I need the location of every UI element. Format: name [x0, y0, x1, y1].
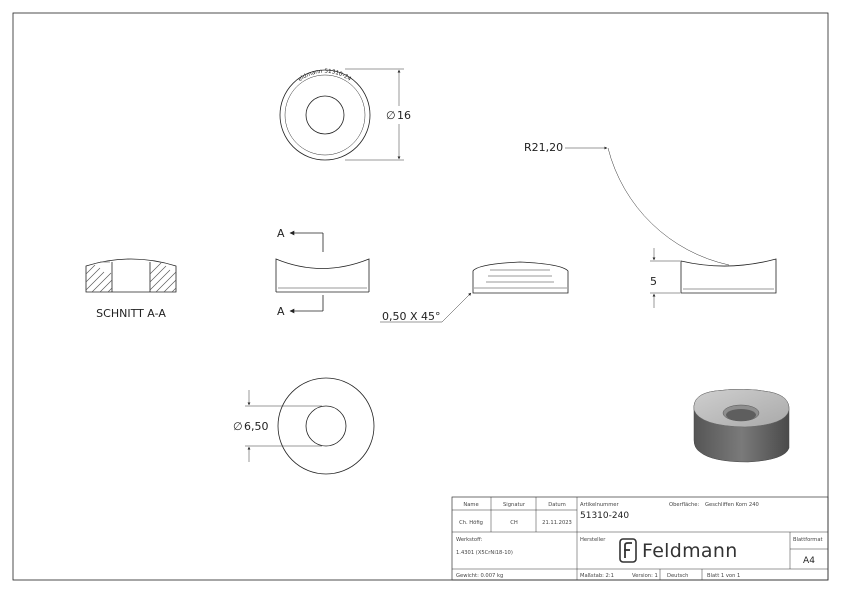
feldmann-logo-icon	[619, 538, 637, 563]
tb-manufacturer-label: Hersteller	[580, 537, 606, 543]
tb-weight: Gewicht: 0.007 kg	[456, 573, 503, 579]
tb-name-header: Name	[463, 502, 478, 508]
side-view: 0,50 X 45°	[380, 261, 569, 323]
height-label: 5	[650, 275, 657, 288]
engraving-text: Feldmann 51310-240	[0, 0, 352, 83]
title-block: Name Signatur Datum Ch. Höfig CH 21.11.2…	[451, 496, 829, 581]
radius-label: R21,20	[524, 141, 563, 154]
tb-scale: Maßstab: 2:1	[580, 573, 614, 579]
tb-surface-label: Oberfläche:	[669, 502, 699, 508]
tb-sheet-format-label: Blattformat	[793, 537, 823, 543]
isometric-view	[693, 389, 790, 463]
tb-name-value: Ch. Höfig	[459, 520, 483, 526]
section-hatch-right	[149, 262, 177, 293]
top-view-outer-circle	[279, 69, 371, 161]
sheet-border	[12, 12, 829, 581]
tb-article-number: 51310-240	[580, 511, 629, 521]
tb-date-value: 21.11.2023	[542, 520, 572, 526]
top-view: Feldmann 51310-240 ∅ 16	[0, 0, 411, 161]
tb-language: Deutsch	[667, 573, 688, 579]
tb-material-label: Werkstoff:	[456, 537, 483, 543]
diameter-16-label: 16	[397, 109, 411, 122]
right-view: R21,20 5	[524, 141, 777, 308]
diameter-16-symbol: ∅	[386, 109, 396, 122]
section-label: SCHNITT A-A	[96, 307, 166, 320]
tb-material-value: 1.4301 (X5CrNi18-10)	[456, 550, 513, 556]
diameter-6-symbol: ∅	[233, 420, 243, 433]
section-marker-bottom: A	[277, 305, 285, 318]
chamfer-label: 0,50 X 45°	[382, 310, 441, 323]
tb-surface-value: Geschliffen Korn 240	[705, 502, 759, 508]
top-view-hole	[305, 95, 345, 135]
diameter-6-label: 6,50	[244, 420, 269, 433]
tb-signature-value: CH	[510, 520, 518, 526]
tb-article-label: Artikelnummer	[580, 502, 619, 508]
tb-signature-header: Signatur	[503, 502, 526, 508]
tb-date-header: Datum	[548, 502, 566, 508]
section-view: A4 SCHNITT A-A	[85, 258, 177, 320]
top-view-inner-ring	[284, 74, 366, 156]
bottom-view: ∅ 6,50	[233, 377, 375, 475]
section-marker-top: A	[277, 227, 285, 240]
tb-sheet: Blatt 1 von 1	[707, 573, 740, 579]
tb-sheet-format-value: A4	[803, 556, 815, 566]
section-hatch-left	[85, 261, 113, 293]
front-view: A A	[275, 227, 370, 318]
logo-text: Feldmann	[642, 540, 738, 562]
tb-version: Version: 1	[632, 573, 658, 579]
